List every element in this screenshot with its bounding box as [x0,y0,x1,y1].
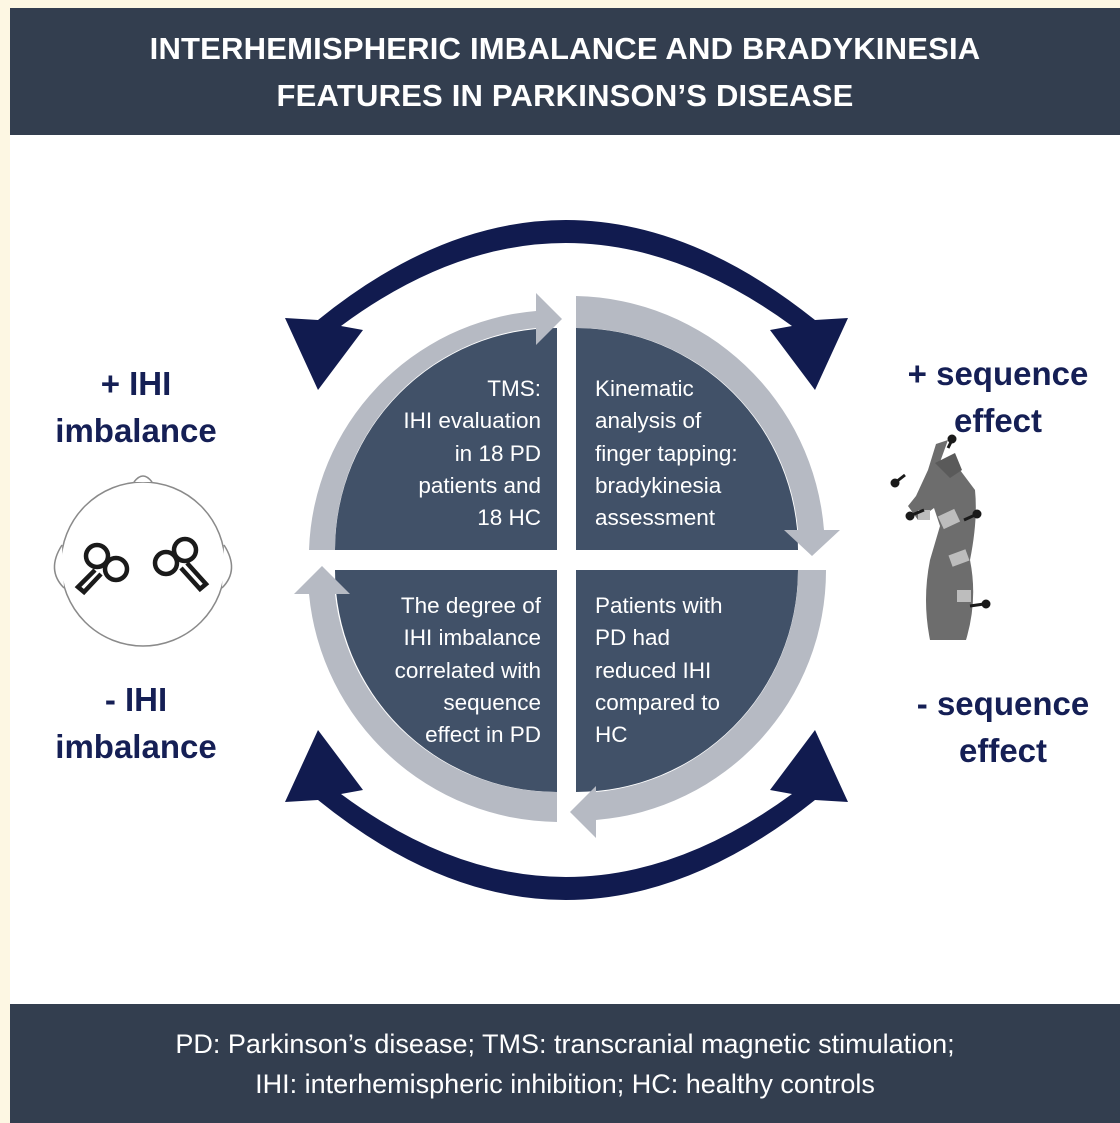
hand-markers-icon [890,434,991,640]
top-right-line-3: finger tapping: [595,440,738,466]
bottom-right-line-2: PD had [595,625,671,651]
quadrant-top-right [576,328,798,550]
quadrant-text-bottom-left: The degree of IHI imbalance correlated w… [395,590,541,751]
top-right-line-4: bradykinesia [595,472,722,498]
right-top-line-2: effect [953,402,1043,439]
bottom-left-line-4: sequence [443,689,541,715]
ring-arrow-bottom-right [570,570,827,838]
bottom-right-line-5: HC [595,722,628,748]
top-right-line-5: assessment [595,505,716,531]
ring-arrows [294,293,840,838]
left-label-top: + IHI imbalance [36,360,236,454]
top-left-line-1: TMS: [487,376,541,401]
bottom-left-line-3: correlated with [394,657,541,683]
ring-arrow-top-right [576,296,840,556]
header-banner: INTERHEMISPHERIC IMBALANCE AND BRADYKINE… [10,8,1120,135]
quadrant-text-bottom-right: Patients with PD had reduced IHI compare… [595,590,723,751]
bottom-right-line-4: compared to [595,689,721,715]
top-right-line-1: Kinematic [595,376,694,401]
double-arrow-bottom [285,730,848,900]
footer-line-1: PD: Parkinson’s disease; TMS: transcrani… [175,1028,955,1059]
top-left-line-4: patients and [418,472,541,498]
footer-line-2: IHI: interhemispheric inhibition; HC: he… [255,1068,875,1099]
head-coils-icon [53,475,233,647]
quadrant-text-top-right: Kinematic analysis of finger tapping: br… [595,373,738,534]
left-top-line-2: imbalance [55,412,217,449]
bottom-right-line-3: reduced IHI [595,657,712,683]
bottom-left-line-5: effect in PD [425,722,541,748]
quadrant-bottom-right [576,570,798,792]
navy-double-arrows [285,220,848,900]
left-label-bottom: - IHI imbalance [36,676,236,770]
top-left-line-3: in 18 PD [454,440,541,466]
title-line-2: FEATURES IN PARKINSON’S DISEASE [276,77,854,113]
ring-arrow-bottom-left [294,566,557,822]
bottom-left-line-2: IHI imbalance [403,625,541,651]
bottom-left-line-1: The degree of [400,593,541,618]
quadrant-bottom-left [335,570,557,792]
left-bottom-line-1: - IHI [104,681,168,718]
left-top-line-1: + IHI [100,365,172,402]
top-left-line-5: 18 HC [477,505,541,531]
ring-arrow-top-left [309,293,562,550]
quadrant-discs [335,328,798,792]
right-label-bottom: - sequence effect [888,680,1118,774]
footer-banner: PD: Parkinson’s disease; TMS: transcrani… [10,1004,1120,1123]
right-label-top: + sequence effect [888,350,1108,444]
title-line-1: INTERHEMISPHERIC IMBALANCE AND BRADYKINE… [149,30,981,66]
top-right-line-2: analysis of [595,408,702,434]
quadrant-text-top-left: TMS: IHI evaluation in 18 PD patients an… [403,373,541,534]
right-bottom-line-1: - sequence [916,685,1090,722]
quadrant-top-left [335,328,557,550]
bottom-right-line-1: Patients with [595,593,723,618]
left-bottom-line-2: imbalance [55,728,217,765]
top-left-line-2: IHI evaluation [403,408,541,434]
right-bottom-line-2: effect [958,732,1048,769]
right-top-line-1: + sequence [907,355,1089,392]
double-arrow-top [285,220,848,390]
